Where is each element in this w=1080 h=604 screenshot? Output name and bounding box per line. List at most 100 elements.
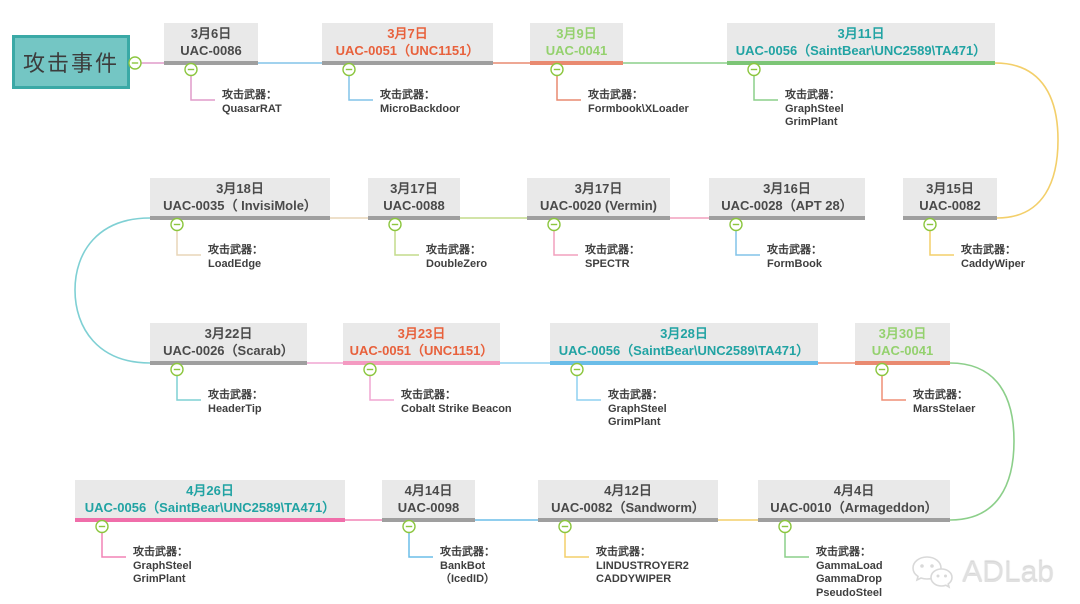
weapon-heading: 攻击武器： bbox=[426, 244, 481, 256]
node-date: 4月12日 bbox=[604, 483, 652, 498]
node-uac-code: UAC-0051（UNC1151） bbox=[335, 43, 480, 58]
weapon-list: 攻击武器：MarsStelaer bbox=[913, 389, 975, 416]
node-date: 3月28日 bbox=[660, 326, 708, 341]
weapon-list: 攻击武器：FormBook bbox=[767, 244, 822, 271]
timeline-node-box: 4月12日 UAC-0082（Sandworm） bbox=[538, 480, 718, 522]
node-uac-code: UAC-0098 bbox=[397, 500, 460, 515]
node-uac-code: UAC-0082（Sandworm） bbox=[551, 500, 705, 515]
node-uac-code: UAC-0035（ InvisiMole） bbox=[163, 198, 317, 213]
weapon-list: 攻击武器：MicroBackdoor bbox=[380, 89, 460, 116]
node-uac-code: UAC-0051（UNC1151） bbox=[349, 343, 494, 358]
weapon-connector bbox=[553, 230, 578, 256]
node-uac-code: UAC-0086 bbox=[180, 43, 242, 58]
weapon-connector bbox=[408, 532, 433, 558]
weapon-name: Cobalt Strike Beacon bbox=[401, 402, 512, 415]
weapon-connector bbox=[556, 75, 581, 101]
weapon-name: LoadEdge bbox=[208, 257, 262, 270]
weapon-name: MicroBackdoor bbox=[380, 102, 461, 115]
weapon-heading: 攻击武器： bbox=[596, 546, 651, 558]
node-date: 3月6日 bbox=[190, 26, 232, 41]
node-uac-code: UAC-0026（Scarab） bbox=[163, 343, 294, 358]
node-date: 3月30日 bbox=[878, 326, 927, 341]
timeline-node-box: 3月18日 UAC-0035（ InvisiMole） bbox=[150, 178, 330, 220]
weapon-connector bbox=[369, 375, 394, 401]
weapon-name: GammaDrop bbox=[816, 573, 883, 585]
timeline-node-box: 3月6日 UAC-0086 bbox=[164, 23, 258, 65]
weapon-connector bbox=[348, 75, 373, 101]
weapon-list: 攻击武器：CaddyWiper bbox=[961, 244, 1025, 271]
node-date: 3月15日 bbox=[926, 181, 974, 196]
weapon-heading: 攻击武器： bbox=[440, 546, 495, 558]
weapon-name: HeaderTip bbox=[208, 402, 262, 415]
weapon-name: LINDUSTROYER2 bbox=[596, 559, 689, 572]
weapon-connector bbox=[564, 532, 589, 558]
weapon-name: Formbook\XLoader bbox=[588, 102, 689, 115]
weapon-connector bbox=[394, 230, 419, 256]
weapon-heading: 攻击武器： bbox=[585, 244, 640, 256]
timeline-node-box: 4月4日 UAC-0010（Armageddon） bbox=[758, 480, 950, 522]
timeline-node-box: 4月14日 UAC-0098 bbox=[382, 480, 475, 522]
weapon-connector bbox=[576, 375, 601, 401]
weapon-connector bbox=[735, 230, 760, 256]
timeline-node-box: 3月11日 UAC-0056（SaintBear\UNC2589\TA471） bbox=[727, 23, 995, 65]
node-date: 4月4日 bbox=[833, 483, 875, 498]
weapon-name: GrimPlant bbox=[133, 573, 186, 585]
node-date: 3月7日 bbox=[387, 26, 428, 41]
node-date: 3月11日 bbox=[837, 26, 885, 41]
adlab-watermark-text: ADLab bbox=[962, 556, 1054, 589]
weapon-list: 攻击武器：Formbook\XLoader bbox=[588, 89, 689, 116]
weapon-name: GrimPlant bbox=[785, 116, 838, 128]
weapon-connector bbox=[753, 75, 778, 101]
weapon-name: BankBot bbox=[440, 559, 486, 572]
node-uac-code: UAC-0056（SaintBear\UNC2589\TA471） bbox=[84, 500, 336, 515]
node-uac-code: UAC-0010（Armageddon） bbox=[770, 500, 938, 515]
node-date: 4月26日 bbox=[186, 483, 234, 498]
node-uac-code: UAC-0056（SaintBear\UNC2589\TA471） bbox=[558, 343, 810, 358]
weapon-heading: 攻击武器： bbox=[608, 389, 663, 401]
node-uac-code: UAC-0056（SaintBear\UNC2589\TA471） bbox=[735, 43, 987, 58]
weapon-heading: 攻击武器： bbox=[785, 89, 840, 101]
wechat-logo-icon bbox=[910, 554, 954, 592]
weapon-name: GraphSteel bbox=[785, 102, 844, 115]
timeline-node-box: 3月30日 UAC-0041 bbox=[855, 323, 950, 365]
weapon-name: SPECTR bbox=[585, 257, 630, 270]
timeline-node-box: 3月22日 UAC-0026（Scarab） bbox=[150, 323, 307, 365]
node-date: 3月18日 bbox=[216, 181, 264, 196]
node-date: 3月22日 bbox=[204, 326, 253, 341]
node-uac-code: UAC-0041 bbox=[871, 343, 934, 358]
weapon-connector bbox=[929, 230, 954, 256]
weapon-heading: 攻击武器： bbox=[133, 546, 188, 558]
node-date: 3月23日 bbox=[397, 326, 446, 341]
weapon-list: 攻击武器：LoadEdge bbox=[208, 244, 263, 271]
node-date: 4月14日 bbox=[404, 483, 453, 498]
node-date: 3月9日 bbox=[556, 26, 597, 41]
weapon-heading: 攻击武器： bbox=[380, 89, 435, 101]
weapon-name: GraphSteel bbox=[133, 559, 192, 572]
node-date: 3月16日 bbox=[763, 181, 811, 196]
node-date: 3月17日 bbox=[574, 181, 623, 196]
adlab-watermark: ADLab bbox=[910, 554, 1054, 592]
weapon-heading: 攻击武器： bbox=[208, 244, 263, 256]
weapon-name: MarsStelaer bbox=[913, 402, 976, 415]
weapon-list: 攻击武器：Cobalt Strike Beacon bbox=[401, 389, 512, 416]
weapon-name: CADDYWIPER bbox=[596, 573, 672, 585]
weapon-heading: 攻击武器： bbox=[401, 389, 456, 401]
weapon-heading: 攻击武器： bbox=[913, 389, 968, 401]
weapon-name: CaddyWiper bbox=[961, 257, 1026, 270]
timeline-node-box: 4月26日 UAC-0056（SaintBear\UNC2589\TA471） bbox=[75, 480, 345, 522]
node-date: 3月17日 bbox=[390, 181, 438, 196]
weapon-name: QuasarRAT bbox=[222, 102, 282, 115]
weapon-name: FormBook bbox=[767, 257, 822, 270]
timeline-curve bbox=[949, 362, 1015, 521]
weapon-heading: 攻击武器： bbox=[222, 89, 277, 101]
weapon-connector bbox=[190, 75, 215, 101]
